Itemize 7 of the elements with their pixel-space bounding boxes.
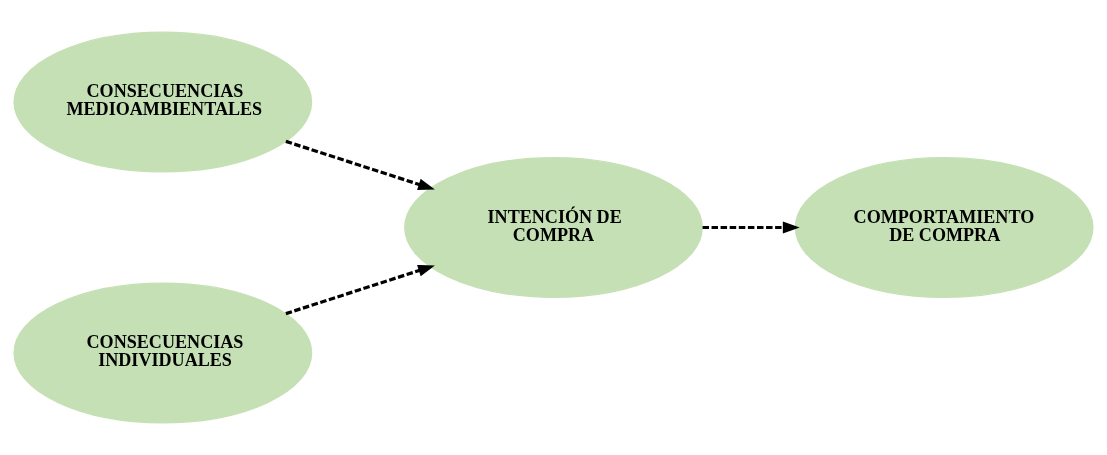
- arrow: [285, 265, 435, 316]
- arrow: [702, 221, 800, 234]
- node-ellipse: CONSECUENCIAS INDIVIDUALES: [13, 282, 313, 424]
- node-ellipse: INTENCIÓN DE COMPRA: [404, 157, 703, 298]
- node-ellipse: COMPORTAMIENTO DE COMPRA: [794, 157, 1094, 298]
- arrow: [285, 139, 435, 190]
- node-ellipse: CONSECUENCIAS MEDIOAMBIENTALES: [13, 31, 313, 173]
